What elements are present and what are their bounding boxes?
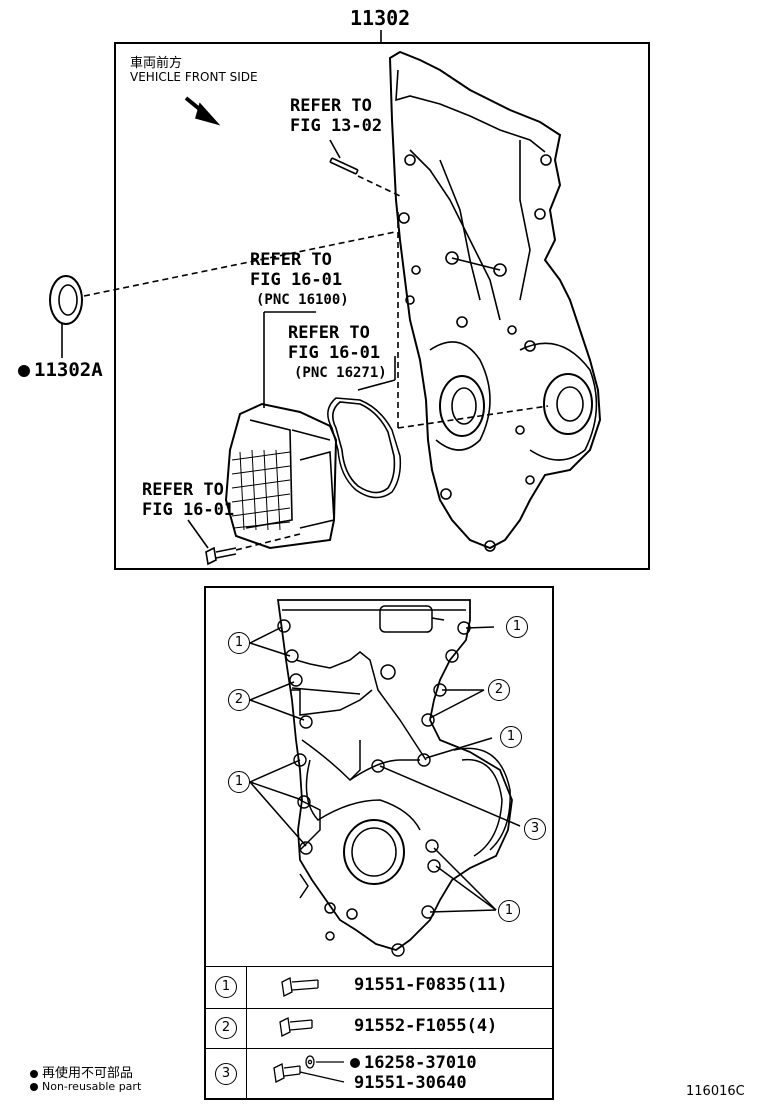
refer-fig-16-01-pnc16100-line2[interactable]: FIG 16-01 bbox=[250, 270, 343, 290]
callout-1-top-left[interactable]: 1 bbox=[228, 632, 250, 654]
legend-en-text: Non-reusable part bbox=[42, 1080, 142, 1093]
refer-fig-16-01-pnc16271-line3[interactable]: (PNC 16271) bbox=[294, 365, 387, 381]
legend-jp-text: 再使用不可部品 bbox=[42, 1066, 134, 1081]
refer-fig-16-01-pnc16100-line1[interactable]: REFER TO bbox=[250, 250, 332, 270]
part-number-91551-f0835[interactable]: 91551-F0835(11) bbox=[354, 975, 508, 995]
refer-fig-16-01-pnc16271-line1[interactable]: REFER TO bbox=[288, 323, 370, 343]
refer-fig-16-01-pnc16271-line2[interactable]: FIG 16-01 bbox=[288, 343, 381, 363]
bolt-location-frame bbox=[204, 586, 554, 1100]
callout-2-left[interactable]: 2 bbox=[228, 689, 250, 711]
non-reusable-dot-icon bbox=[18, 364, 30, 377]
table-key-1: 1 bbox=[215, 976, 237, 998]
parts-table-row-3[interactable] bbox=[204, 1048, 554, 1100]
callout-2-right[interactable]: 2 bbox=[488, 679, 510, 701]
refer-fig-16-01-pnc16100-line3[interactable]: (PNC 16100) bbox=[256, 292, 349, 308]
legend-non-reusable-jp: 再使用不可部品 bbox=[30, 1062, 133, 1081]
part-number-16258-37010-text: 16258-37010 bbox=[364, 1053, 477, 1073]
part-number-91551-30640[interactable]: 91551-30640 bbox=[354, 1073, 467, 1093]
direction-label-jp: 車両前方 bbox=[130, 56, 183, 71]
callout-1-mid-right[interactable]: 1 bbox=[500, 726, 522, 748]
callout-1-bottom-right[interactable]: 1 bbox=[498, 900, 520, 922]
refer-fig-13-02-line2[interactable]: FIG 13-02 bbox=[290, 116, 383, 136]
seal-part-number-text: 11302A bbox=[34, 359, 103, 381]
legend-non-reusable-en: Non-reusable part bbox=[30, 1080, 141, 1093]
table-key-2: 2 bbox=[215, 1017, 237, 1039]
seal-part-number[interactable]: 11302A bbox=[18, 360, 103, 380]
exploded-view-frame bbox=[114, 42, 650, 570]
legend-dot-icon bbox=[30, 1069, 38, 1078]
callout-1-top-right[interactable]: 1 bbox=[506, 616, 528, 638]
main-part-number[interactable]: 11302 bbox=[350, 6, 411, 30]
diagram-id: 116016C bbox=[686, 1084, 745, 1099]
parts-table-column-divider bbox=[246, 966, 247, 1100]
parts-table-row-1[interactable] bbox=[204, 966, 554, 1008]
callout-1-mid-left[interactable]: 1 bbox=[228, 771, 250, 793]
non-reusable-dot-icon bbox=[350, 1058, 360, 1068]
parts-table-row-2[interactable] bbox=[204, 1008, 554, 1048]
legend-dot-icon bbox=[30, 1083, 38, 1091]
direction-label-en: VEHICLE FRONT SIDE bbox=[130, 70, 258, 84]
part-number-16258-37010[interactable]: 16258-37010 bbox=[350, 1053, 477, 1073]
table-key-3: 3 bbox=[215, 1063, 237, 1085]
callout-3[interactable]: 3 bbox=[524, 818, 546, 840]
part-number-91552-f1055[interactable]: 91552-F1055(4) bbox=[354, 1016, 498, 1036]
refer-fig-16-01-bolt-line1[interactable]: REFER TO bbox=[142, 480, 224, 500]
refer-fig-13-02-line1[interactable]: REFER TO bbox=[290, 96, 372, 116]
refer-fig-16-01-bolt-line2[interactable]: FIG 16-01 bbox=[142, 500, 235, 520]
